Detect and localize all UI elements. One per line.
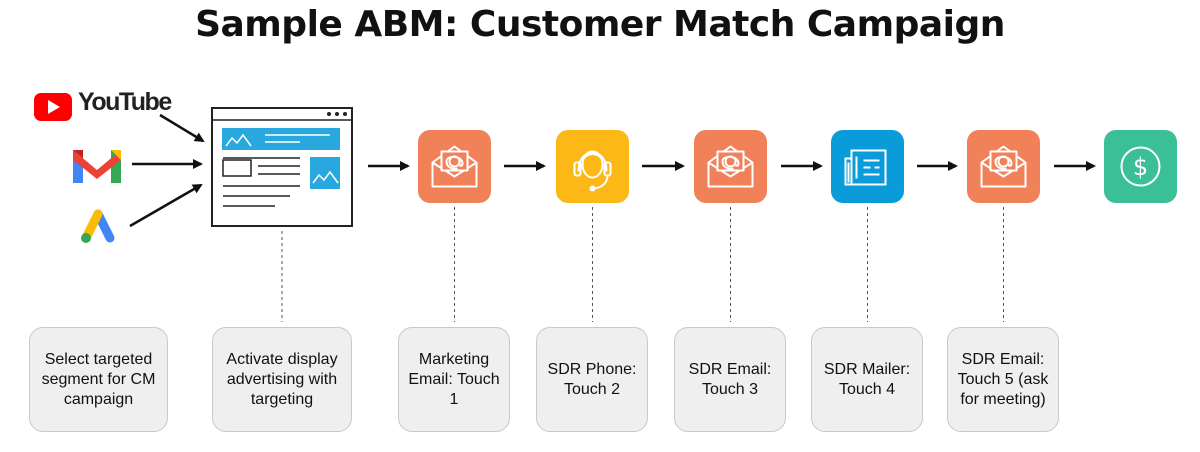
step-icon-sdr-email-5: [967, 130, 1040, 203]
step-label-select-segment: Select targeted segment for CM campaign: [29, 327, 168, 432]
step-label-sdr-phone: SDR Phone: Touch 2: [536, 327, 648, 432]
step-icon-sdr-email-3: [694, 130, 767, 203]
step-label-sdr-mailer: SDR Mailer: Touch 4: [811, 327, 923, 432]
source-arrow-youtube: [159, 113, 205, 143]
goal-dollar-icon: $: [1104, 130, 1177, 203]
browser-display-ad-icon: [211, 107, 353, 227]
step-icon-marketing-email: [418, 130, 491, 203]
youtube-wordmark: YouTube: [78, 88, 172, 116]
source-arrow-ads: [129, 183, 203, 228]
google-ads-icon: [81, 209, 115, 243]
step-label-marketing-email: Marketing Email: Touch 1: [398, 327, 510, 432]
page-title: Sample ABM: Customer Match Campaign: [195, 4, 1005, 45]
step-label-sdr-email-5: SDR Email: Touch 5 (ask for meeting): [947, 327, 1059, 432]
step-icon-sdr-phone: [556, 130, 629, 203]
step-icon-sdr-mailer: [831, 130, 904, 203]
step-label-sdr-email-3: SDR Email: Touch 3: [674, 327, 786, 432]
step-label-activate-display: Activate display advertising with target…: [212, 327, 352, 432]
youtube-icon: [34, 93, 72, 121]
gmail-icon: [73, 150, 121, 183]
svg-text:$: $: [1133, 153, 1148, 181]
